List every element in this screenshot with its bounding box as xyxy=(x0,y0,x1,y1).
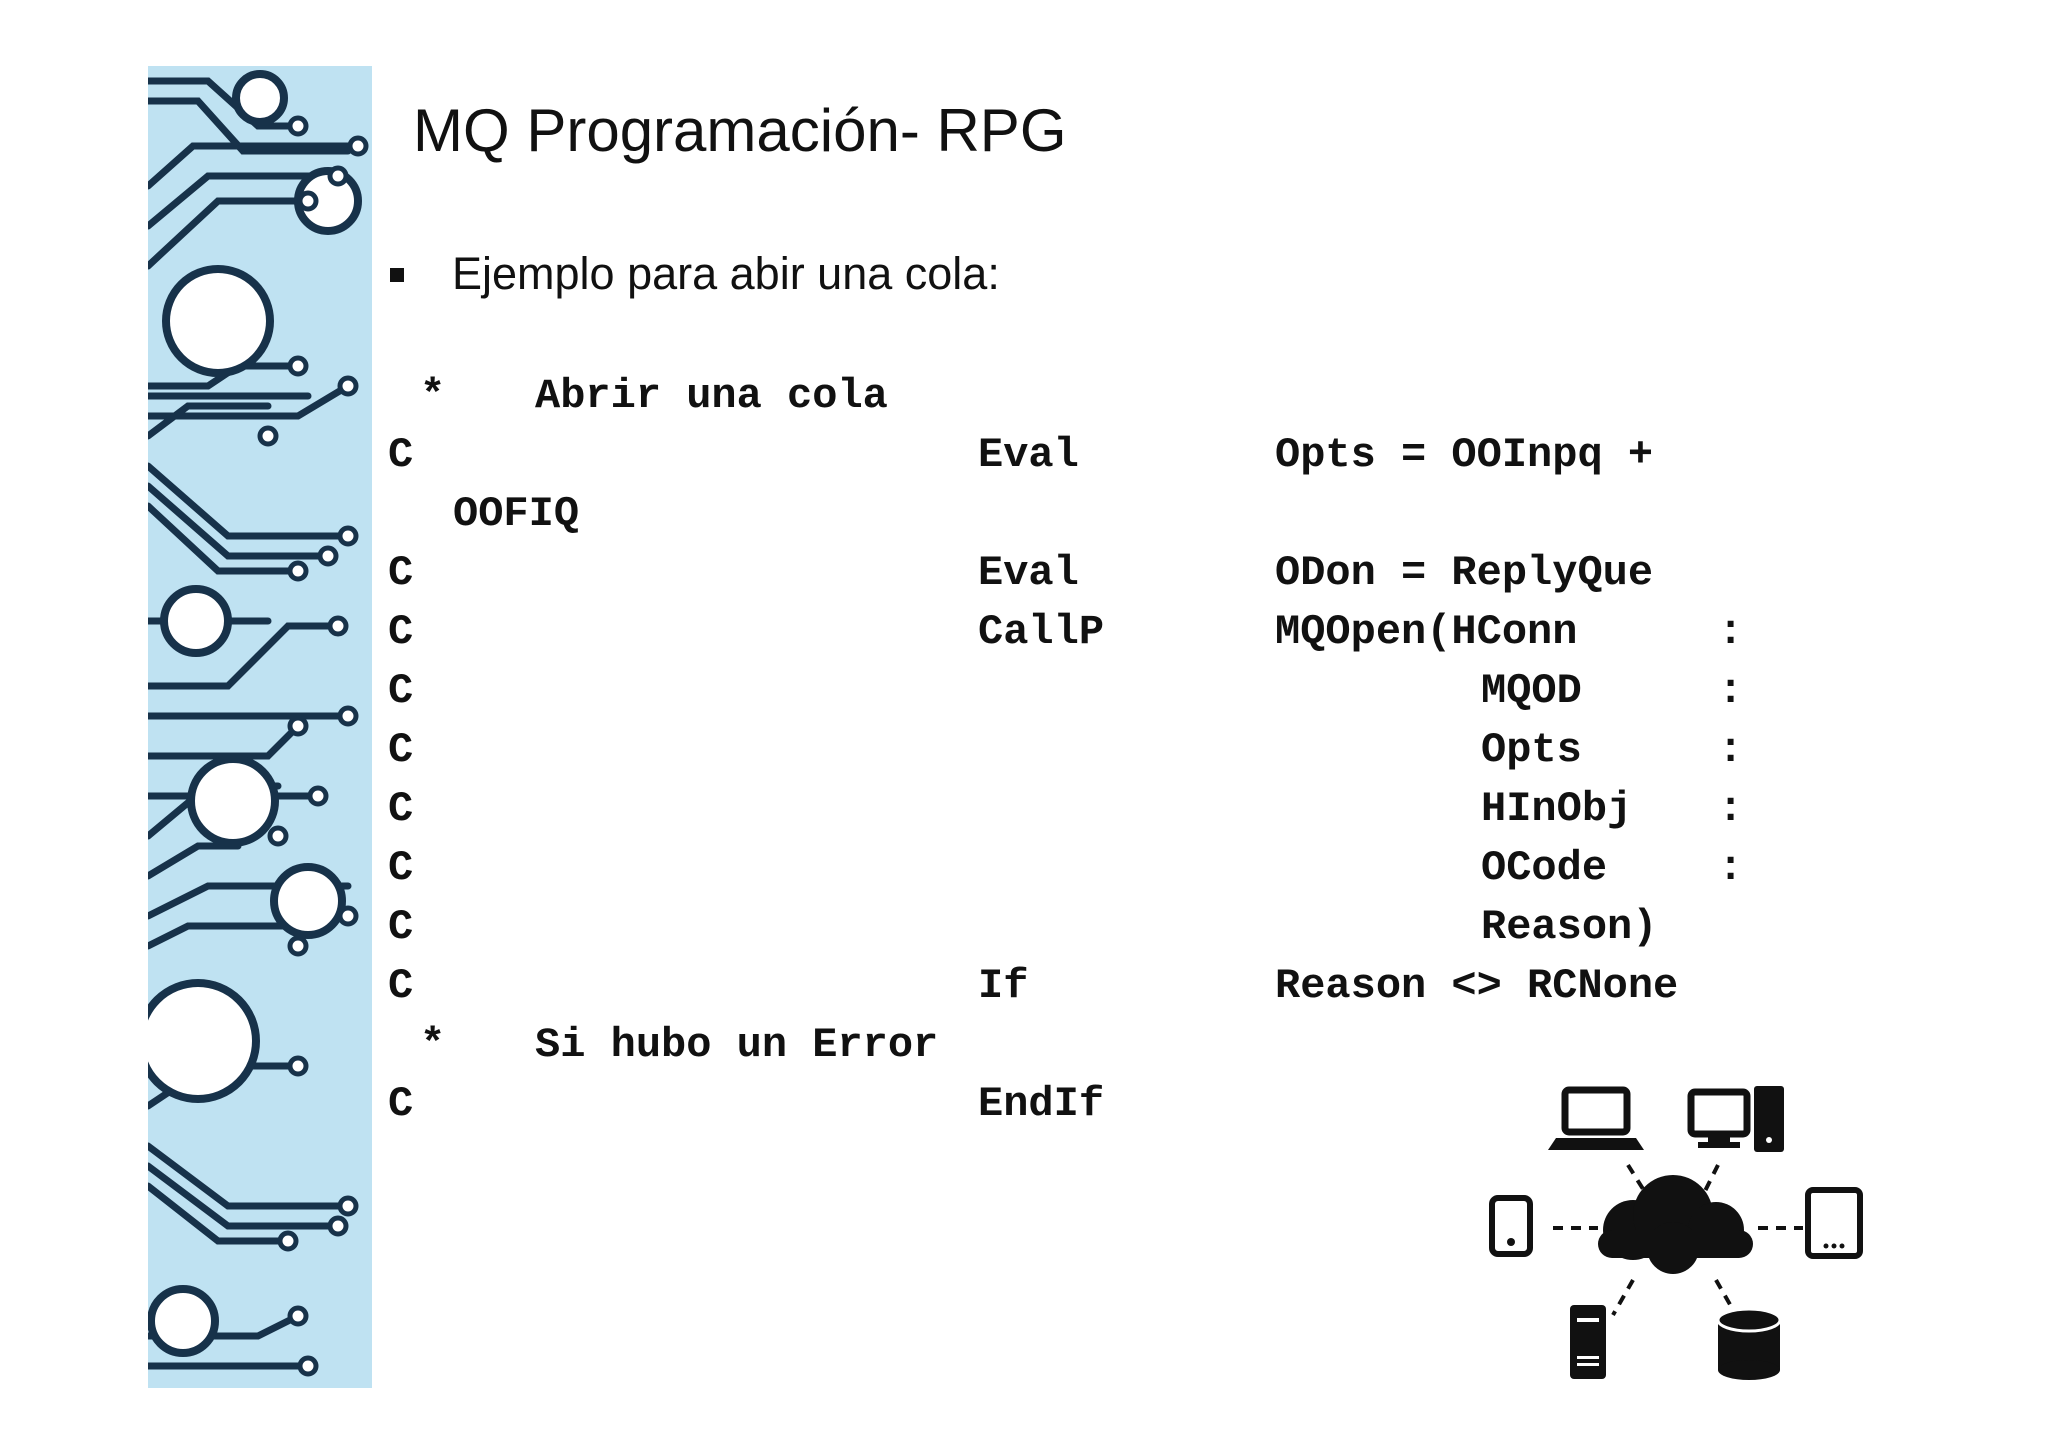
bullet-text: Ejemplo para abir una cola: xyxy=(452,248,1000,299)
circuit-board-icon xyxy=(148,70,369,1377)
code-opcode: EndIf xyxy=(978,1080,1105,1128)
code-arguments: HInObj xyxy=(1481,785,1633,833)
database-icon xyxy=(1716,1307,1782,1380)
code-separator: : xyxy=(1718,608,1744,656)
slide-title: MQ Programación- RPG xyxy=(413,97,1067,164)
code-spec-column: C xyxy=(388,844,414,892)
cloud-icon xyxy=(1598,1175,1753,1274)
code-spec-column: C xyxy=(388,667,414,715)
code-spec-column: C xyxy=(388,726,414,774)
code-spec-column: C xyxy=(388,785,414,833)
code-spec-column: C xyxy=(388,962,414,1010)
code-arguments: Opts = OOInpq + xyxy=(1275,431,1654,479)
bullet-square-icon xyxy=(390,268,404,282)
code-separator: : xyxy=(1718,785,1744,833)
code-arguments: Reason <> RCNone xyxy=(1275,962,1679,1010)
code-comment-marker: * xyxy=(420,1021,446,1069)
code-arguments: Opts xyxy=(1481,726,1582,774)
code-opcode: Eval xyxy=(978,431,1079,479)
code-arguments: MQOpen(HConn xyxy=(1275,608,1578,656)
code-comment-marker: * xyxy=(420,372,446,420)
code-arguments: Reason) xyxy=(1481,903,1658,951)
code-opcode: Eval xyxy=(978,549,1079,597)
code-arguments: OCode xyxy=(1481,844,1608,892)
desktop-icon xyxy=(1687,1086,1784,1152)
code-comment: Si hubo un Error xyxy=(535,1021,939,1069)
code-spec-column: C xyxy=(388,1080,414,1128)
code-spec-column: C xyxy=(388,903,414,951)
laptop-icon xyxy=(1548,1086,1644,1150)
code-arguments: MQOD xyxy=(1481,667,1582,715)
code-separator: : xyxy=(1718,667,1744,715)
code-spec-column: C xyxy=(388,608,414,656)
server-icon xyxy=(1570,1305,1606,1379)
code-continuation: OOFIQ xyxy=(453,490,580,538)
code-arguments: ODon = ReplyQue xyxy=(1275,549,1654,597)
tablet-icon xyxy=(1805,1187,1863,1259)
code-spec-column: C xyxy=(388,431,414,479)
code-separator: : xyxy=(1718,726,1744,774)
code-separator: : xyxy=(1718,844,1744,892)
code-spec-column: C xyxy=(388,549,414,597)
code-opcode: If xyxy=(978,962,1029,1010)
network-cloud-diagram-icon xyxy=(1489,1086,1863,1380)
phone-icon xyxy=(1489,1195,1533,1257)
circuit-board-sidebar xyxy=(148,66,372,1388)
code-opcode: CallP xyxy=(978,608,1105,656)
code-comment: Abrir una cola xyxy=(535,372,888,420)
